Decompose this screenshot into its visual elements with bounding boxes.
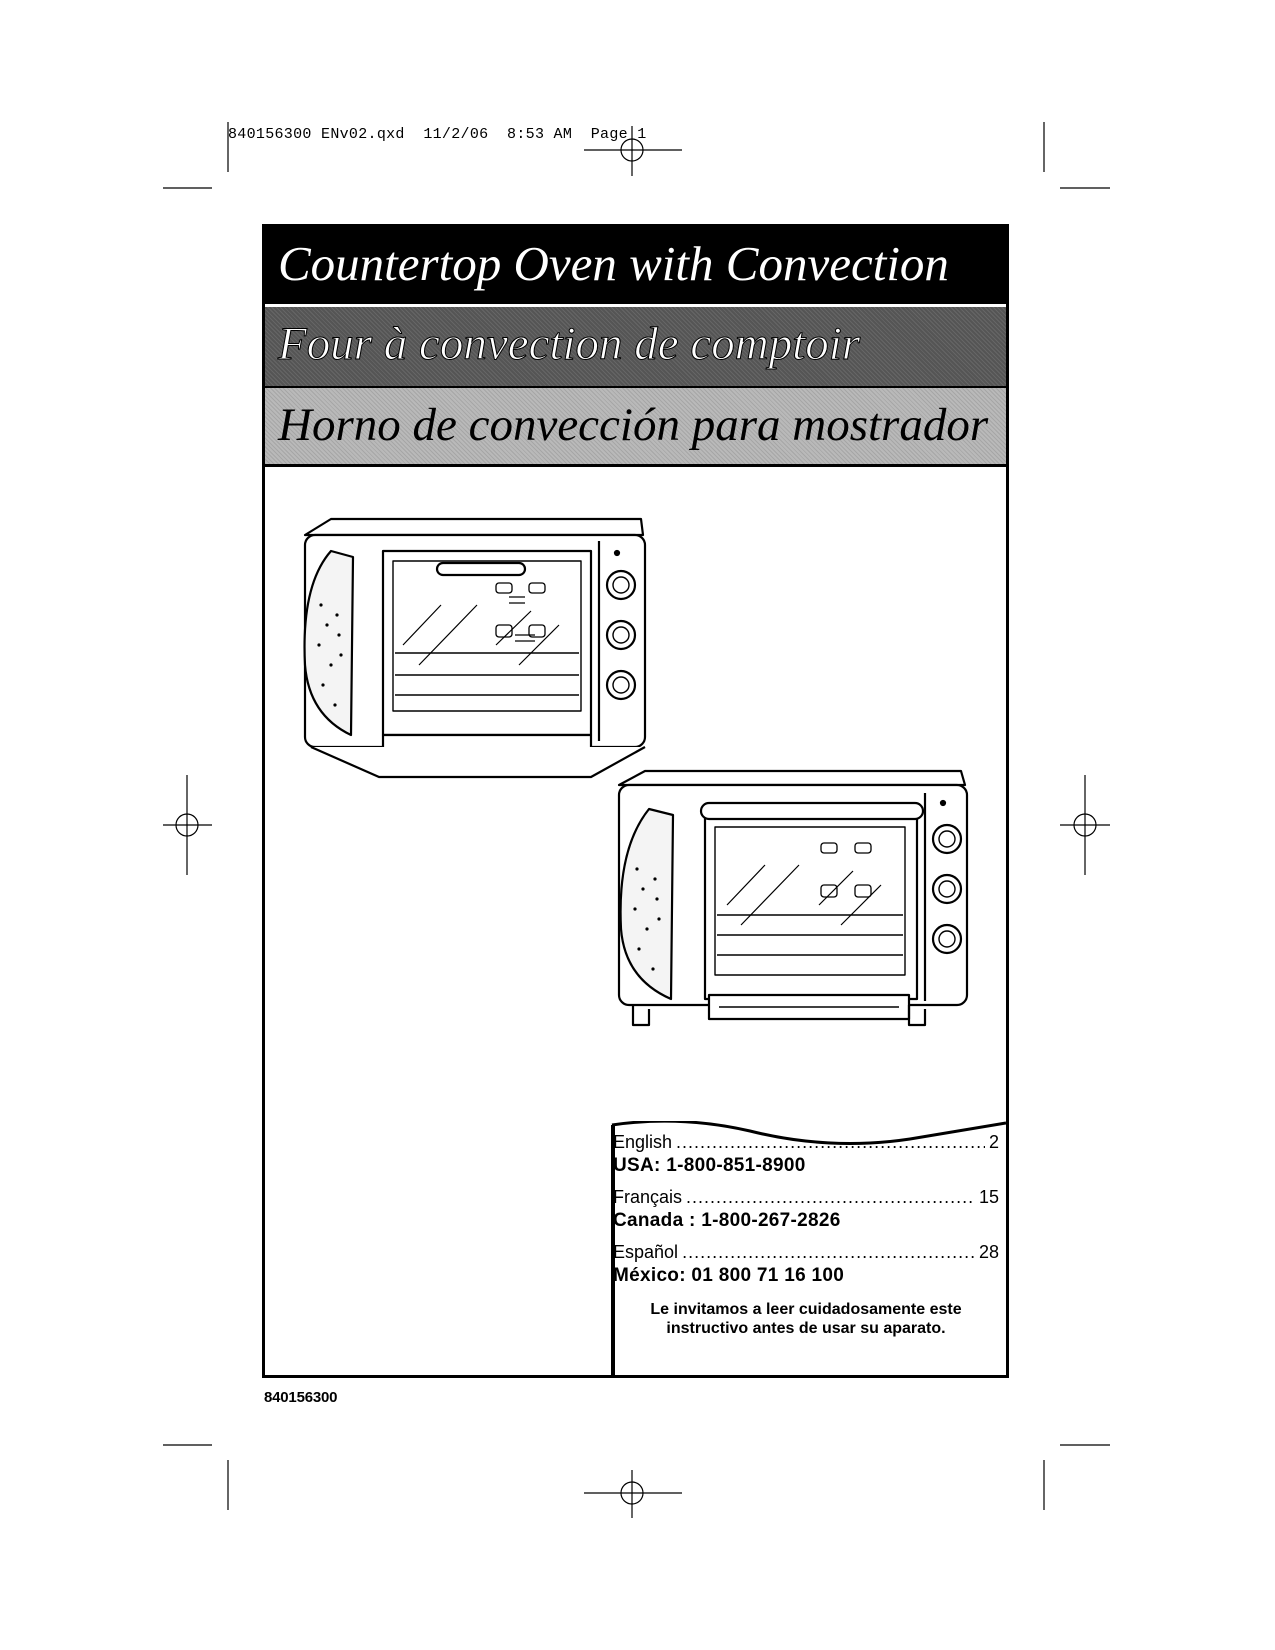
dot-leader bbox=[686, 1187, 975, 1208]
dot-leader bbox=[682, 1242, 975, 1263]
title-spanish: Horno de convección para mostrador bbox=[278, 399, 989, 451]
title-band-spanish: Horno de convección para mostrador bbox=[265, 386, 1006, 467]
registration-mark-bottom bbox=[584, 1470, 682, 1518]
contents-row-english[interactable]: English 2 bbox=[613, 1132, 999, 1155]
contents-row-spanish[interactable]: Español 28 bbox=[613, 1242, 999, 1265]
oven-illustration-door-open bbox=[303, 517, 647, 779]
title-band-french: Four à convection de comptoir bbox=[265, 304, 1006, 386]
contents-list: English 2 USA: 1-800-851-8900 Français 1… bbox=[613, 1132, 999, 1338]
dot-leader bbox=[676, 1132, 985, 1153]
phone-mexico: México: 01 800 71 16 100 bbox=[613, 1265, 845, 1286]
title-french: Four à convection de comptoir bbox=[277, 318, 861, 371]
contents-language: Español bbox=[613, 1242, 679, 1262]
print-slug: 840156300 ENv02.qxd 11/2/06 8:53 AM Page… bbox=[228, 126, 647, 143]
oven-illustration-door-closed bbox=[617, 769, 969, 1027]
contents-language: English bbox=[613, 1132, 673, 1152]
title-band-english: Countertop Oven with Convection bbox=[265, 227, 1006, 304]
contents-row-french[interactable]: Français 15 bbox=[613, 1187, 999, 1210]
phone-canada: Canada : 1-800-267-2826 bbox=[613, 1210, 841, 1231]
registration-mark-right bbox=[1060, 775, 1110, 875]
model-number: 840156300 bbox=[264, 1389, 338, 1406]
contents-language: Français bbox=[613, 1187, 683, 1207]
contents-page-number: 2 bbox=[988, 1132, 999, 1152]
registration-mark-left bbox=[163, 775, 212, 875]
contents-page-number: 15 bbox=[978, 1187, 999, 1207]
contents-page-number: 28 bbox=[978, 1242, 999, 1262]
reading-notice: Le invitamos a leer cuidadosamente este … bbox=[650, 1301, 962, 1337]
phone-usa: USA: 1-800-851-8900 bbox=[613, 1155, 806, 1176]
cover-frame: Countertop Oven with Convection Four à c… bbox=[262, 224, 1009, 1378]
title-english: Countertop Oven with Convection bbox=[278, 236, 949, 291]
